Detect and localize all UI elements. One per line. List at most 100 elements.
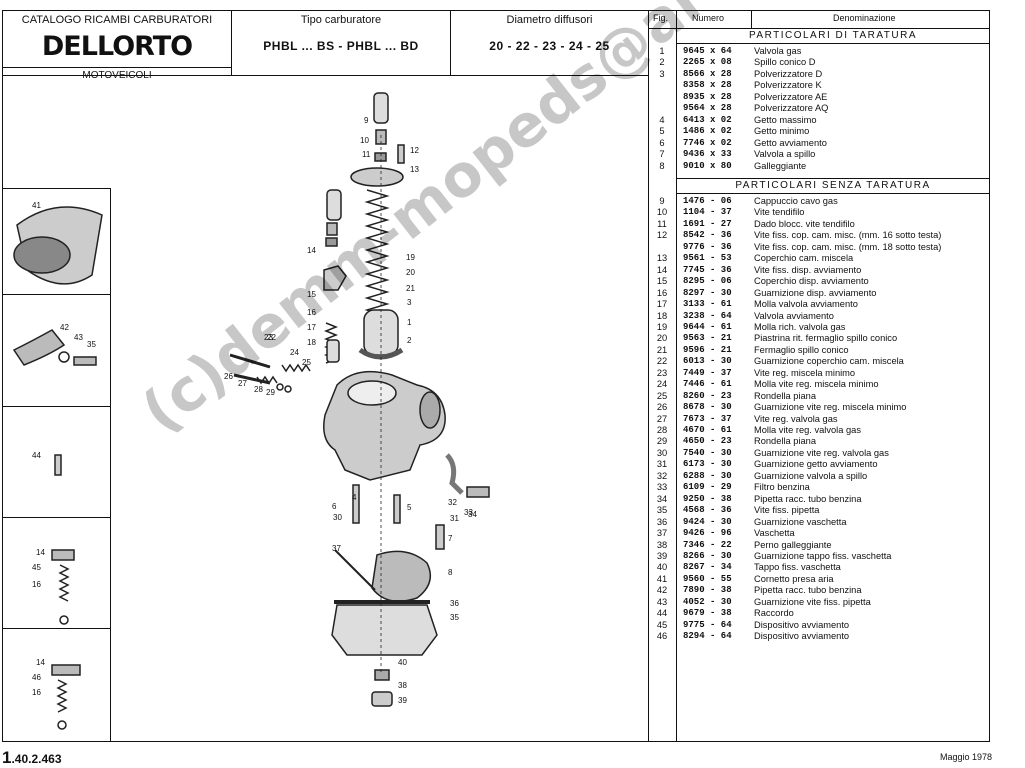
callout-label: 11 [362,150,371,159]
row-number: 4650 - 23 [683,436,732,447]
part-starter-46 [51,664,81,676]
row-number: 7746 x 02 [683,137,732,148]
callout-label: 18 [307,338,316,347]
part-jet-6 [352,484,360,524]
row-number: 8266 - 30 [683,550,732,561]
part-needle-7 [435,524,445,550]
row-denomination: Molla vite reg. valvola gas [754,425,861,435]
row-number: 1486 x 02 [683,126,732,137]
row-denomination: Molla valvola avviamento [754,299,858,310]
row-number: 8935 x 28 [683,91,732,102]
row-number: 9776 - 36 [683,241,732,252]
row-fig: 5 [659,126,665,137]
callout-label: 5 [407,503,412,512]
row-number: 6109 - 29 [683,482,732,493]
callout-label: 21 [406,284,415,293]
type-value: PHBL ... BS - PHBL ... BD [263,39,419,53]
row-fig: 32 [656,470,668,481]
row-denomination: Polverizzatore D [754,68,823,79]
callout-label: 23 [264,333,273,342]
row-number: 8566 x 28 [683,68,732,79]
row-denomination: Vite reg. valvola gas [754,413,838,424]
section-2-rule-top [676,178,990,179]
row-denomination: Guarnizione vite fiss. pipetta [754,596,871,607]
row-denomination: Polverizzatore AE [754,91,828,102]
row-fig: 17 [656,299,668,310]
row-fig: 11 [657,218,667,229]
side-callout-label: 35 [87,340,96,349]
row-fig: 6 [659,137,665,148]
part-washer-29 [276,383,284,391]
row-fig: 12 [656,230,668,241]
part-fitting-44 [54,454,62,476]
row-number: 9679 - 38 [683,608,732,619]
part-screw-27 [233,373,271,385]
row-number: 9596 - 21 [683,344,732,355]
part-pipe-34 [445,453,464,495]
row-number: 8267 - 34 [683,562,732,573]
row-denomination: Fermaglio spillo conico [754,344,849,355]
parts-table: Fig. Numero Denominazione PARTICOLARI DI… [648,10,990,742]
callout-label: 17 [307,323,316,332]
row-number: 8297 - 30 [683,287,732,298]
row-denomination: Tappo fiss. vaschetta [754,562,841,573]
row-fig: 21 [656,344,668,355]
part-starter-45 [51,549,75,561]
row-number: 9775 - 64 [683,619,732,630]
moto-divider [3,67,231,68]
row-fig: 38 [656,539,668,550]
part-starter-46-spring [56,679,68,713]
row-denomination: Vite fiss. disp. avviamento [754,264,862,275]
row-denomination: Getto avviamento [754,137,827,148]
row-fig: 46 [656,631,668,642]
row-fig: 30 [656,447,668,458]
row-number: 6288 - 30 [683,470,732,481]
diagram-parts [229,92,490,707]
part-washer-45 [59,615,69,625]
part-nut-starter [325,237,338,247]
callout-label: 16 [307,308,316,317]
part-nut-11 [374,152,387,162]
row-number: 3133 - 61 [683,299,732,310]
callout-label: 4 [352,493,357,502]
row-denomination: Guarnizione vite reg. valvola gas [754,447,889,458]
row-denomination: Cappuccio cavo gas [754,196,838,206]
row-fig: 2 [659,57,665,68]
callout-label: 28 [254,385,263,394]
callout-label: 26 [224,372,233,381]
diameter-label: Diametro diffusori [506,14,593,26]
callout-label: 12 [410,146,419,155]
row-denomination: Molla vite reg. miscela minimo [754,379,879,390]
row-fig: 33 [656,482,668,493]
row-number: 7446 - 61 [683,379,732,390]
callout-label: 30 [333,513,342,522]
row-denomination: Pipetta racc. tubo benzina [754,493,862,504]
row-denomination: Guarnizione valvola a spillo [754,470,868,481]
side-callout-label: 14 [36,548,45,557]
row-denomination: Valvola gas [754,46,802,56]
part-jet-5 [393,494,401,524]
row-fig: 40 [656,562,668,573]
col-fig: Fig. [653,13,669,23]
side-callout-label: 16 [32,688,41,697]
row-fig: 22 [656,356,668,367]
row-denomination: Rondella piana [754,390,817,401]
catalog-title: CATALOGO RICAMBI CARBURATORI [21,14,213,26]
header-type-box: Tipo carburatore PHBL ... BS - PHBL ... … [231,10,451,76]
row-fig: 35 [656,505,668,516]
col-num: Numero [692,13,725,23]
table-outer-border [648,10,990,742]
